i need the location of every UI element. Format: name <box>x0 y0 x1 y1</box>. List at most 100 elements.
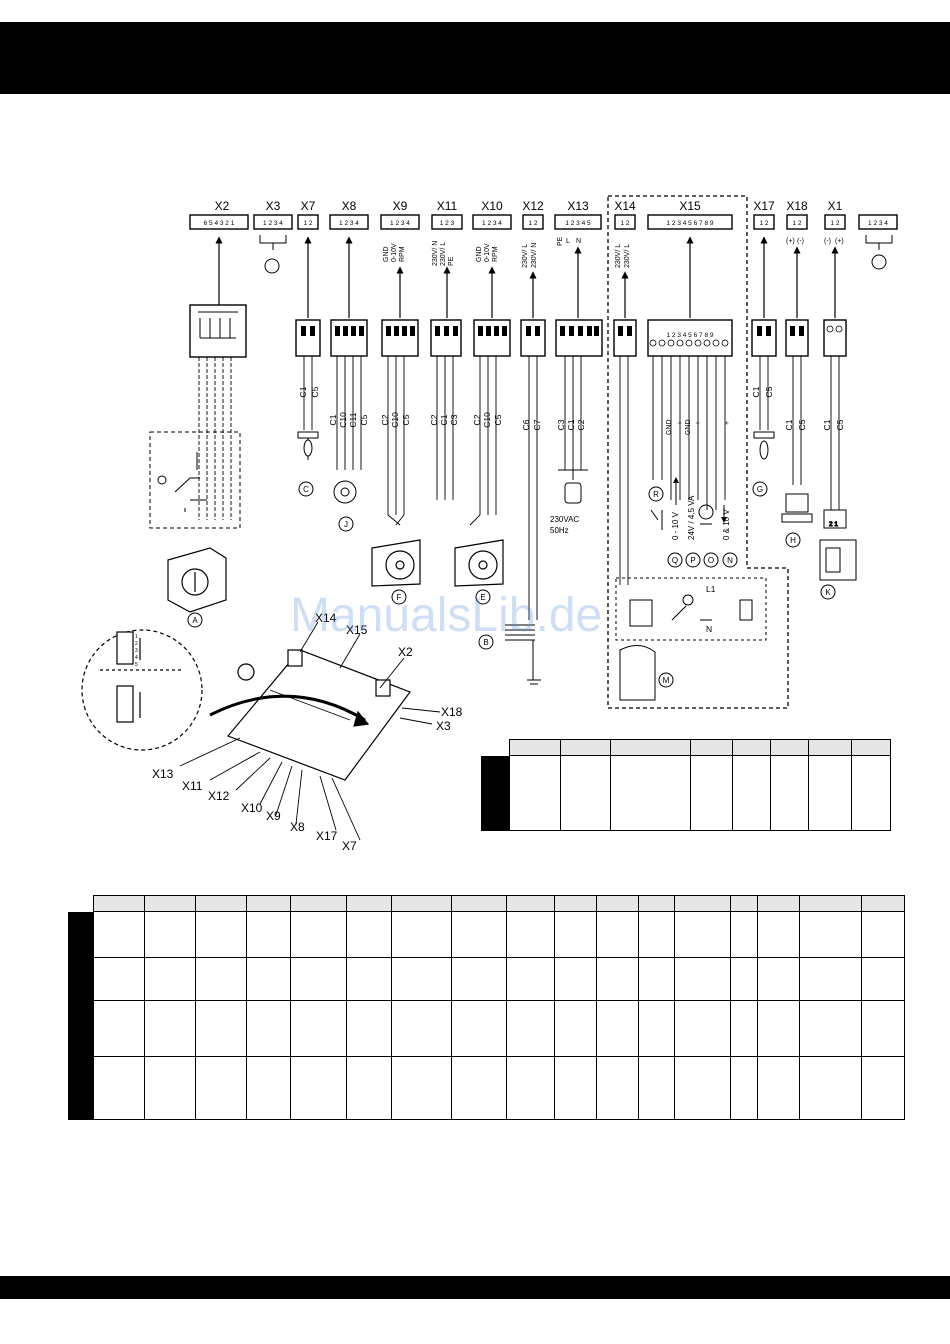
dip-number: 5 <box>135 662 138 668</box>
connector-label: X12 <box>522 199 544 213</box>
board-label: X7 <box>342 839 357 853</box>
connector-pins: 1 2 <box>759 220 768 227</box>
wire-codes: C1 C5 C1 C10 C11 C5 C2 C10 C5 C2 C1 C3 C… <box>298 386 845 430</box>
callout-letter: F <box>397 593 402 602</box>
cable-wires <box>198 356 840 620</box>
wire-code: C1 <box>822 419 832 430</box>
wire-code: C1 <box>566 419 576 430</box>
callout-letter: P <box>690 556 695 565</box>
signal-label: PE <box>448 256 455 266</box>
relay-dashed-frame <box>615 577 767 641</box>
component-g-sensor <box>753 431 775 460</box>
wire-code: C2 <box>576 419 586 430</box>
connector-label: X14 <box>614 199 636 213</box>
signal-label: PE <box>557 236 564 246</box>
connector-x13: X13 1 2 3 4 5 <box>554 199 602 230</box>
wire-code: C3 <box>556 419 566 430</box>
callout-letter: R <box>653 490 659 499</box>
connector-pins: 1 2 <box>830 220 839 227</box>
signal-label: 230V/ L <box>522 244 529 268</box>
signal-label: GND <box>476 246 483 262</box>
spec-table-upper <box>509 739 891 831</box>
callout-letter: J <box>344 520 348 529</box>
wire-code: C10 <box>338 412 348 428</box>
board-leader-lines <box>179 621 441 841</box>
connector-x10: X10 1 2 3 4 <box>472 199 512 230</box>
table-row <box>92 1000 906 1057</box>
dip-number: 4 <box>135 655 138 661</box>
wire-code: C1 <box>784 419 794 430</box>
connector-label: X7 <box>301 199 316 213</box>
signal-label: (-) <box>824 238 831 245</box>
x15-label: 24V / 4,5 VA <box>687 495 696 540</box>
callout-letter: Q <box>672 556 678 565</box>
board-label: X14 <box>315 611 337 625</box>
component-j-motor <box>333 480 357 504</box>
mains-label: 230VAC <box>550 515 579 524</box>
wire-code: C2 <box>429 414 439 425</box>
connector-x2: X2 6 5 4 3 2 1 <box>189 199 249 230</box>
connector-pins: 1 2 <box>528 220 537 227</box>
callout-letter: E <box>480 593 485 602</box>
connector-pins: 1 2 3 4 <box>390 220 410 227</box>
connector-pins: 1 2 3 4 <box>868 220 888 227</box>
x15-label: + <box>695 421 702 425</box>
connector-x18: X18 1 2 <box>786 199 808 230</box>
callout-letter: K <box>825 588 831 597</box>
component-h-terminal <box>781 493 813 523</box>
connector-x1: X1 1 2 <box>824 199 846 230</box>
callout-letter: B <box>483 638 488 647</box>
connector-label: X10 <box>481 199 503 213</box>
board-label: X2 <box>398 645 413 659</box>
board-label: X10 <box>241 801 263 815</box>
component-m-relay-module <box>619 594 753 701</box>
signal-label: RPM <box>492 246 499 262</box>
signal-label: GND <box>383 246 390 262</box>
connector-pins: 1 2 <box>792 220 801 227</box>
x15-label: 0 - 10 V <box>671 511 680 540</box>
connector-label: X8 <box>342 199 357 213</box>
wire-code: C5 <box>401 414 411 425</box>
unused-marker-right <box>865 235 893 270</box>
callout-letter: H <box>790 536 796 545</box>
plug-x2-detail <box>198 311 238 339</box>
callout-letters: A B C E F G H J K M N O P Q R <box>192 485 831 685</box>
component-e-fan <box>454 539 504 587</box>
signal-label: RPM <box>399 246 406 262</box>
connector-unlabeled: 1 2 3 4 <box>858 214 898 230</box>
header-band <box>0 22 950 94</box>
x15-labels: GND + GND + + 0 - 10 V 24V / 4,5 VA 0 & … <box>666 419 731 540</box>
signal-labels: GND 0-10V RPM 230V/ N 230V/ L PE GND 0-1… <box>383 236 844 268</box>
x15-label: GND <box>685 419 692 435</box>
x15-dashed-frame <box>607 195 789 709</box>
wire-code: C5 <box>359 414 369 425</box>
connector-x9: X9 1 2 3 4 <box>380 199 420 230</box>
component-f-fan <box>371 539 421 587</box>
callout-letter: A <box>192 616 198 625</box>
callouts <box>187 481 836 688</box>
board-label: X15 <box>346 623 368 637</box>
component-mains-plug <box>558 469 588 504</box>
connector-label: X13 <box>567 199 589 213</box>
signal-label: 230V/ L <box>440 242 447 266</box>
x15-label: + <box>677 421 684 425</box>
x15-label: + <box>724 421 731 425</box>
connection-arrows <box>215 236 839 318</box>
board-label: X11 <box>182 779 203 793</box>
connector-x3: X3 1 2 3 4 <box>253 199 293 230</box>
wire-code: C1 <box>298 386 308 397</box>
dip-numbers: 1 2 3 4 5 <box>135 634 138 668</box>
table-side-tab <box>68 912 93 1120</box>
footer-band <box>0 1276 950 1299</box>
board-label: X12 <box>208 789 230 803</box>
x15-terminal-block <box>649 325 843 347</box>
board-label: X9 <box>266 809 281 823</box>
table-header-row <box>509 739 891 756</box>
spec-table-lower <box>92 895 906 1120</box>
board-label: X17 <box>316 829 338 843</box>
relay-label: L1 <box>706 584 716 594</box>
connector-label: X3 <box>266 199 281 213</box>
dip-number: 3 <box>135 648 138 654</box>
connector-pins: 1 2 <box>303 220 312 227</box>
signal-label: L <box>566 238 570 245</box>
